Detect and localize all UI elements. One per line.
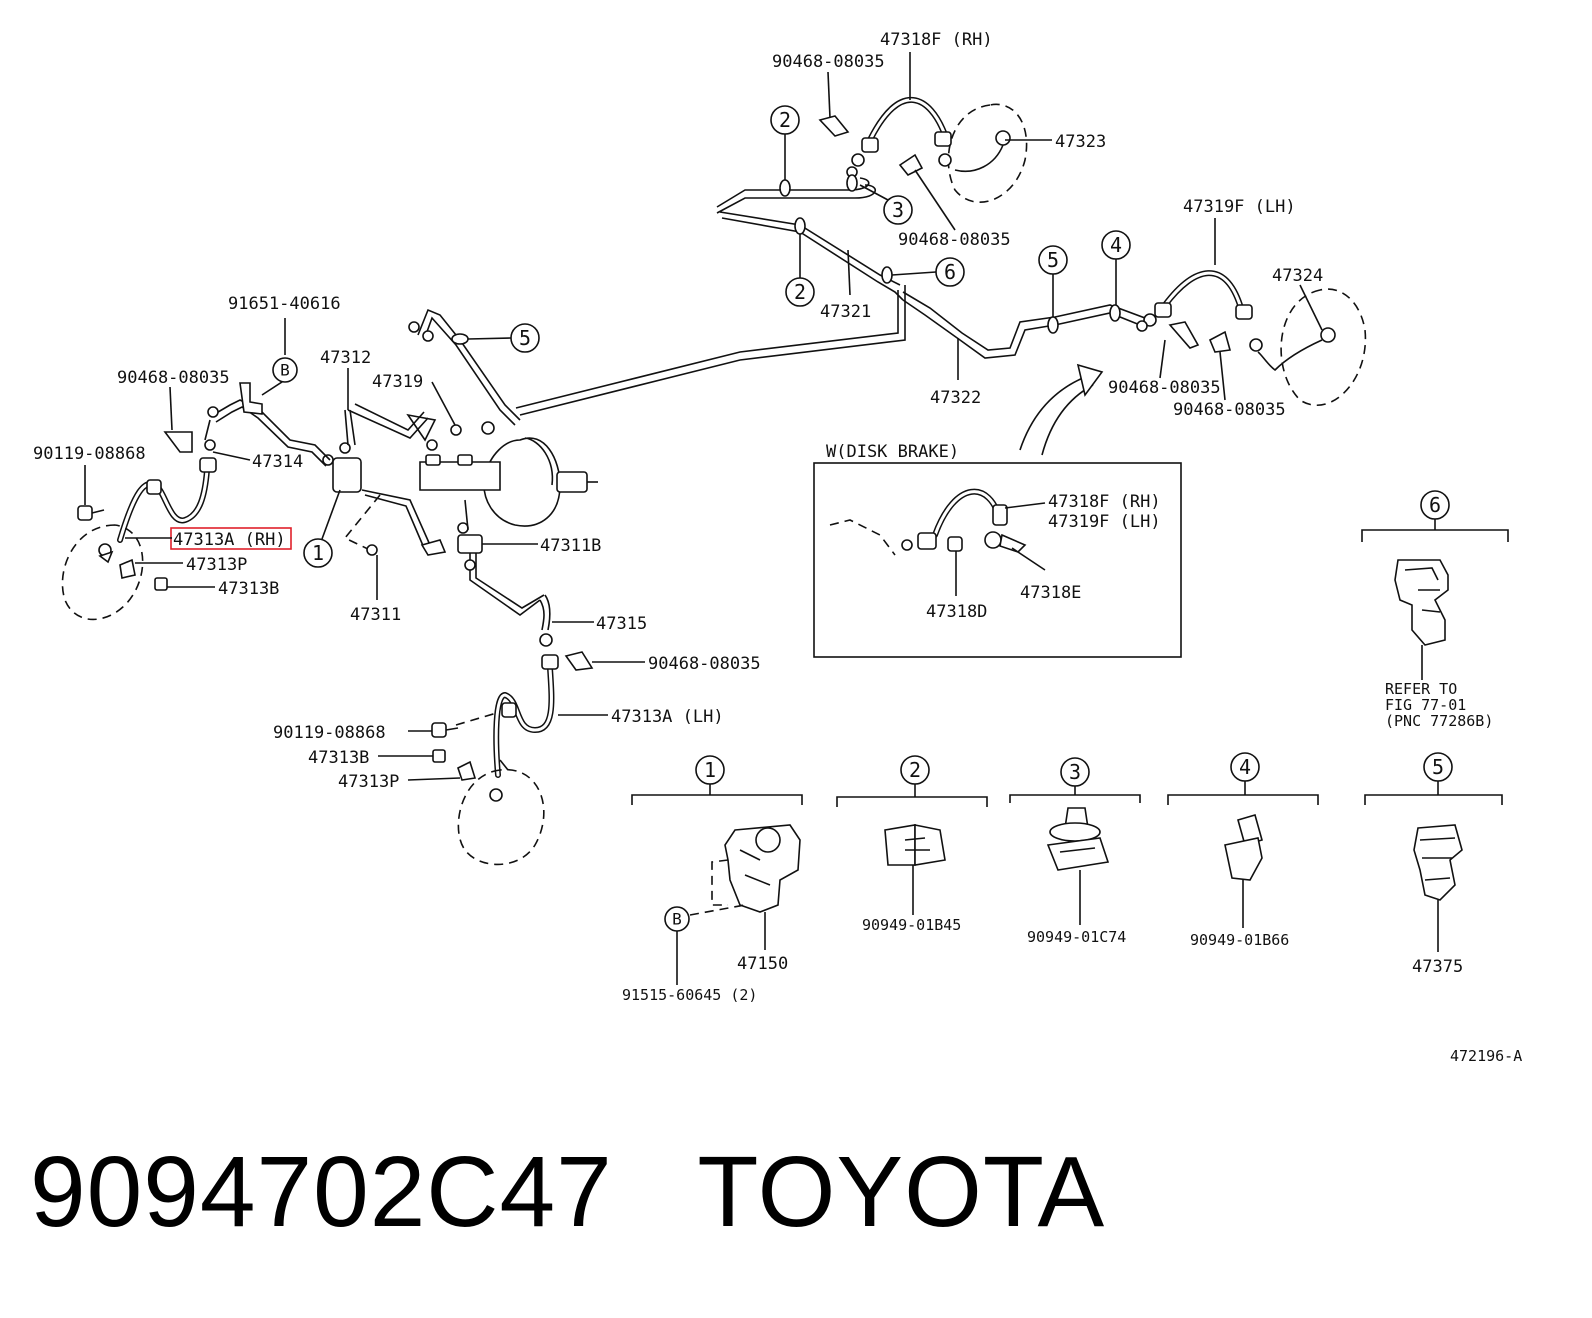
inset-hose xyxy=(829,488,1027,556)
d5-part-47375: 47375 xyxy=(1412,957,1463,977)
callout-5-right: 5 xyxy=(1038,245,1068,317)
callout-6-main: 6 xyxy=(891,257,965,287)
rear-hose-rh-assembly xyxy=(61,457,217,621)
d3-part: 90949-01C74 xyxy=(1027,928,1126,946)
label-47318F-rh: 47318F (RH) xyxy=(880,30,993,50)
label-47313A-rh: 47313A (RH) xyxy=(173,530,286,550)
disk-brake-inset xyxy=(813,462,1182,658)
d1-part-47150: 47150 xyxy=(737,954,788,974)
detail-6: 6 xyxy=(1361,490,1509,680)
part-number: 9094702C47 xyxy=(30,1136,613,1248)
d4-part: 90949-01B66 xyxy=(1190,931,1289,949)
label-47324: 47324 xyxy=(1272,266,1323,286)
svg-text:B: B xyxy=(672,910,682,929)
svg-text:6: 6 xyxy=(1429,493,1441,517)
label-47315: 47315 xyxy=(596,614,647,634)
inset-label-47318E: 47318E xyxy=(1020,583,1081,603)
svg-text:1: 1 xyxy=(704,758,716,782)
label-47313A-lh: 47313A (LH) xyxy=(611,707,724,727)
inset-label-47319F: 47319F (LH) xyxy=(1048,512,1161,532)
rear-hose-lh-assembly xyxy=(431,654,559,866)
svg-text:4: 4 xyxy=(1239,755,1251,779)
svg-text:5: 5 xyxy=(1432,755,1444,779)
label-90119-b: 90119-08868 xyxy=(273,723,386,743)
front-hose-lh-assembly xyxy=(1136,270,1367,407)
part-number-brand: 9094702C47 TOYOTA xyxy=(30,1135,1105,1250)
label-91651: 91651-40616 xyxy=(228,294,341,314)
svg-text:3: 3 xyxy=(1069,760,1081,784)
svg-text:2: 2 xyxy=(779,108,791,132)
label-47313B-b: 47313B xyxy=(308,748,369,768)
label-90468-d: 90468-08035 xyxy=(1173,400,1286,420)
inset-title: W(DISK BRAKE) xyxy=(826,442,959,462)
label-47321: 47321 xyxy=(820,302,871,322)
callout-1-main: 1 xyxy=(303,489,341,568)
label-47311: 47311 xyxy=(350,605,401,625)
detail-4: 4 xyxy=(1167,752,1319,928)
inset-label-47318F: 47318F (RH) xyxy=(1048,492,1161,512)
detail-3: 3 xyxy=(1009,757,1141,925)
label-47322: 47322 xyxy=(930,388,981,408)
label-47313P-b: 47313P xyxy=(338,772,399,792)
callout-5-left: 5 xyxy=(467,323,540,353)
tube-47319 xyxy=(408,308,521,451)
svg-text:5: 5 xyxy=(519,326,531,350)
label-47313P-a: 47313P xyxy=(186,555,247,575)
callout-3-top: 3 xyxy=(859,184,913,225)
svg-text:2: 2 xyxy=(794,280,806,304)
figure-id: 472196-A xyxy=(1450,1047,1522,1065)
label-90468-c: 90468-08035 xyxy=(1108,378,1221,398)
callout-2-mid: 2 xyxy=(785,234,815,307)
svg-text:4: 4 xyxy=(1110,233,1122,257)
d1-bolt: 91515-60645 (2) xyxy=(622,986,757,1004)
inset-label-47318D: 47318D xyxy=(926,602,987,622)
tube-47314 xyxy=(204,382,331,467)
callout-2-top: 2 xyxy=(770,105,800,180)
label-90468-top: 90468-08035 xyxy=(772,52,885,72)
label-90119-a: 90119-08868 xyxy=(33,444,146,464)
label-47323: 47323 xyxy=(1055,132,1106,152)
label-47314: 47314 xyxy=(252,452,303,472)
label-47312: 47312 xyxy=(320,348,371,368)
brand-name: TOYOTA xyxy=(697,1136,1106,1248)
svg-text:B: B xyxy=(280,361,290,380)
label-47319: 47319 xyxy=(372,372,423,392)
detail-1: 1 B xyxy=(631,755,803,985)
detail-2: 2 xyxy=(836,755,988,915)
refer-line-1: REFER TO xyxy=(1385,680,1457,698)
label-47311B: 47311B xyxy=(540,536,601,556)
refer-line-3: (PNC 77286B) xyxy=(1385,712,1493,730)
svg-text:6: 6 xyxy=(944,260,956,284)
tee-fitting-47311B xyxy=(457,499,553,647)
refer-line-2: FIG 77-01 xyxy=(1385,696,1466,714)
label-90468-e: 90468-08035 xyxy=(117,368,230,388)
svg-text:5: 5 xyxy=(1047,248,1059,272)
svg-text:3: 3 xyxy=(892,198,904,222)
label-90468-b: 90468-08035 xyxy=(898,230,1011,250)
brake-booster xyxy=(406,413,598,527)
d2-part: 90949-01B45 xyxy=(862,916,961,934)
label-47313B-a: 47313B xyxy=(218,579,279,599)
svg-text:2: 2 xyxy=(909,758,921,782)
callout-4-right: 4 xyxy=(1101,230,1131,305)
svg-text:1: 1 xyxy=(312,541,324,565)
label-90468-f: 90468-08035 xyxy=(648,654,761,674)
separator xyxy=(613,1136,698,1248)
detail-5: 5 xyxy=(1364,752,1503,952)
label-47319F-lh: 47319F (LH) xyxy=(1183,197,1296,217)
callout-B-main: B xyxy=(272,357,298,383)
proportioning-valve xyxy=(322,403,447,556)
